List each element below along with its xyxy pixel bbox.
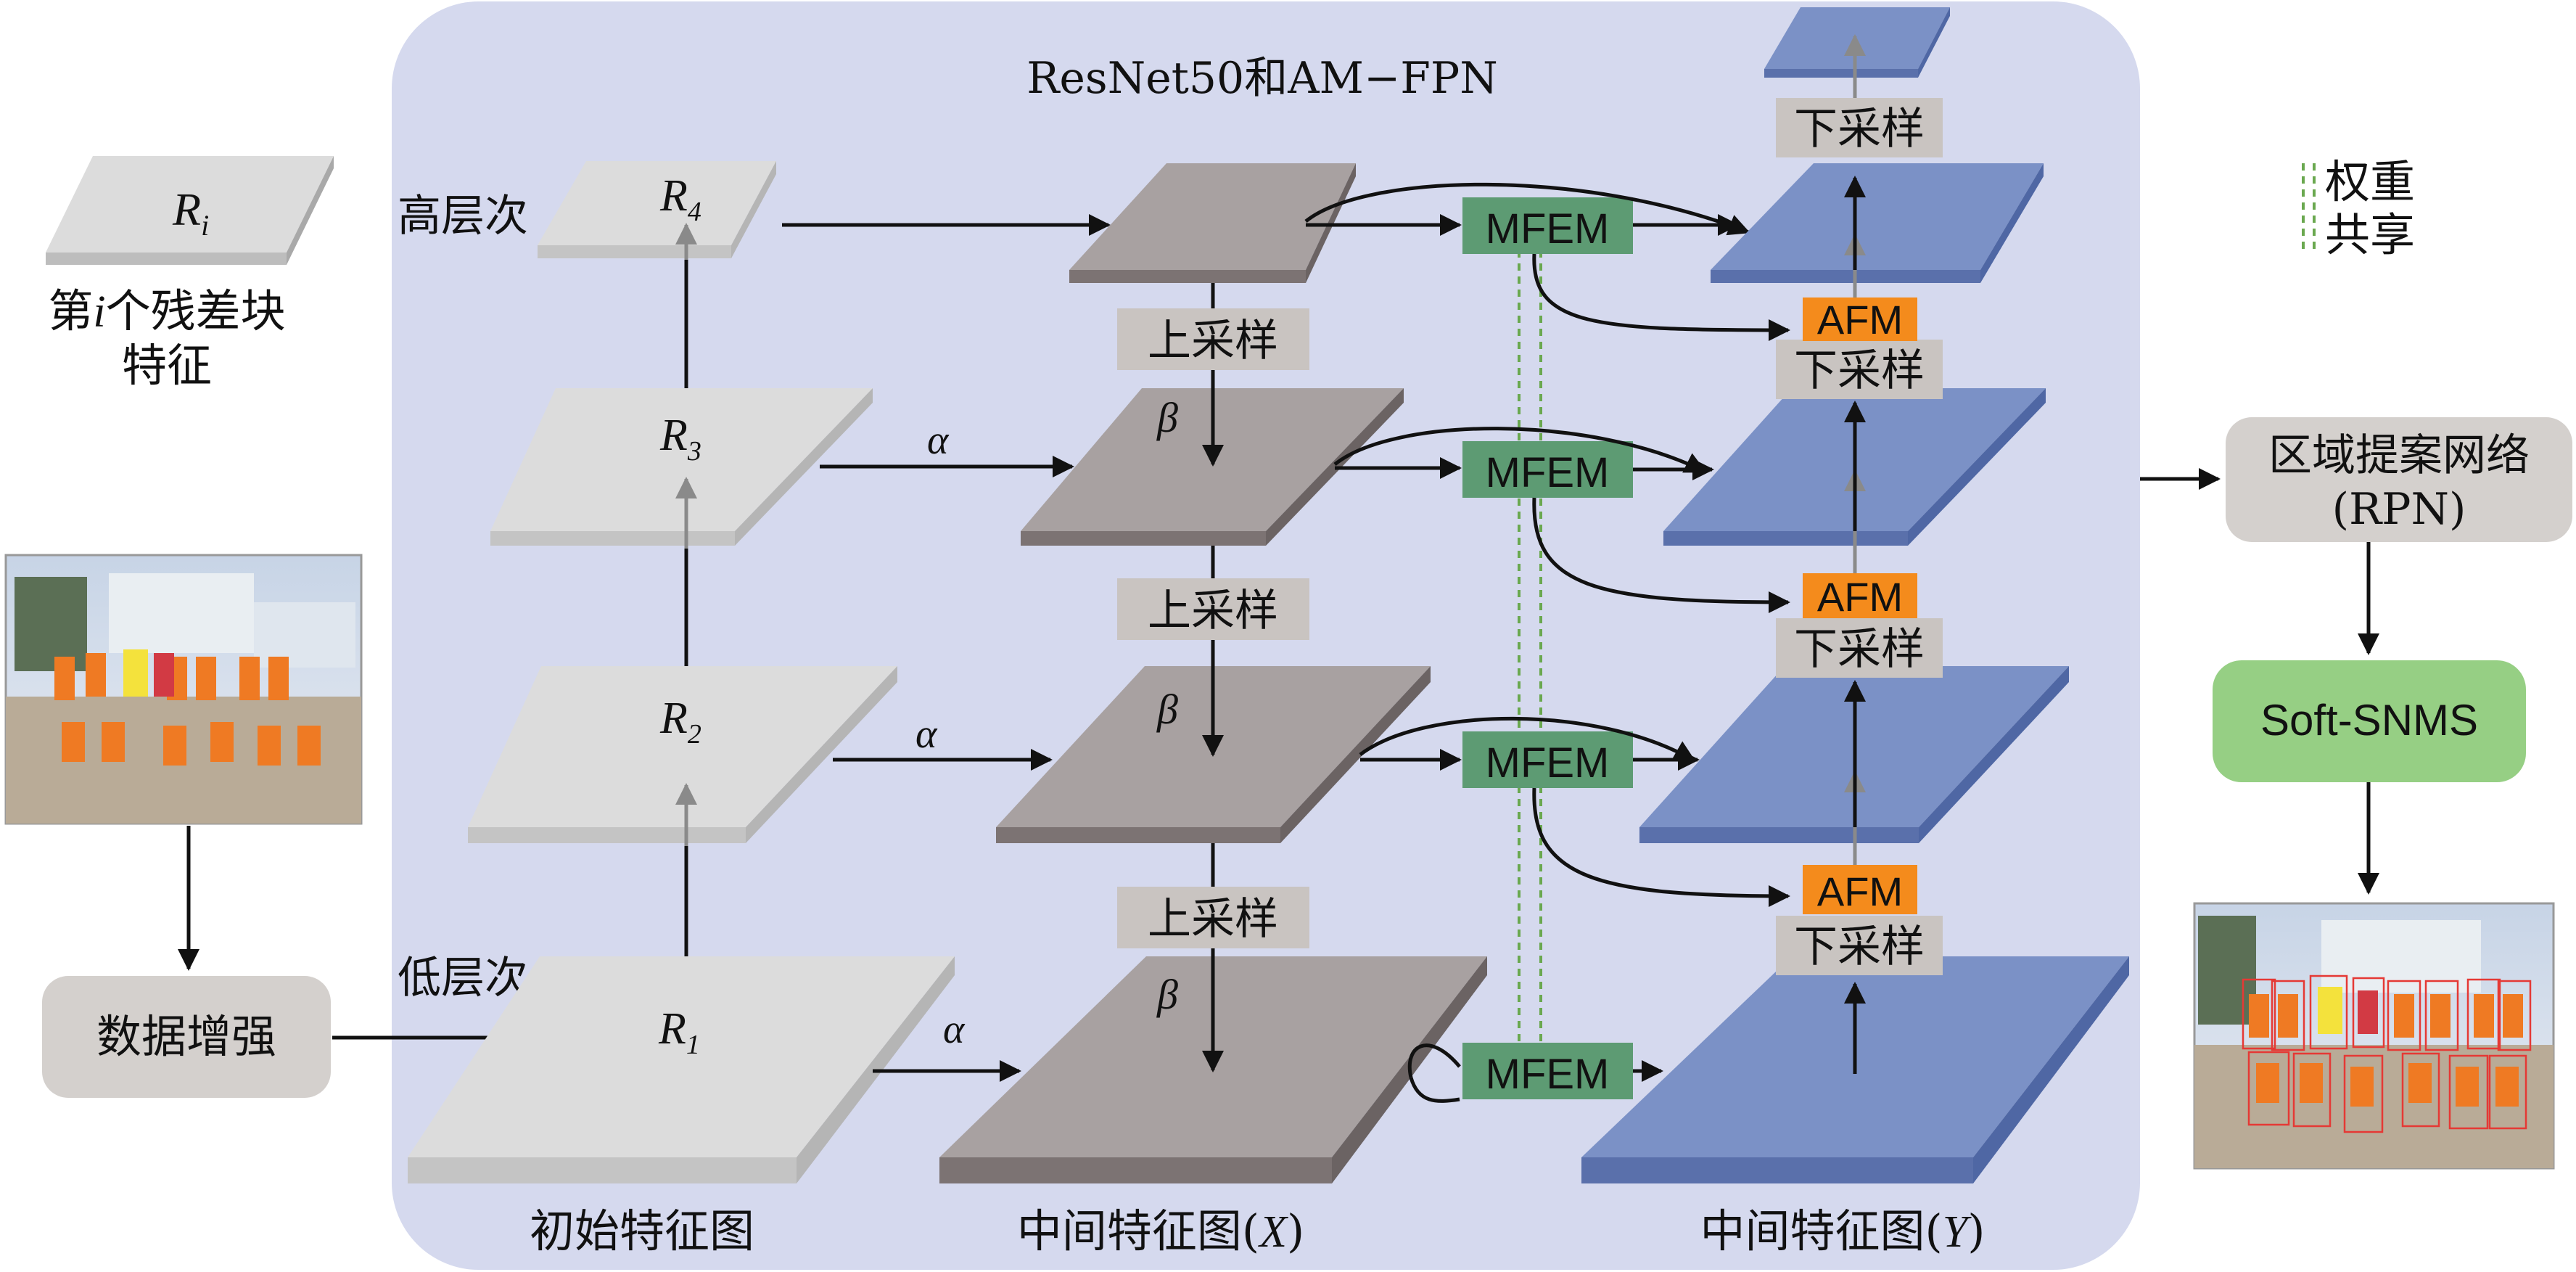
svg-text:R2: R2	[659, 694, 701, 750]
svg-text:上采样: 上采样	[1148, 586, 1278, 636]
svg-text:R4: R4	[659, 171, 701, 227]
weight-share-line1: 权重	[2325, 155, 2415, 208]
r3-block: R3	[490, 388, 873, 546]
svg-text:数据增强: 数据增强	[96, 1010, 276, 1063]
upsample-label-1: 上采样	[1117, 308, 1309, 370]
svg-text:R3: R3	[659, 411, 701, 467]
initial-feature-map-label: 初始特征图	[530, 1205, 754, 1257]
alpha-label-1: α	[943, 1007, 966, 1052]
legend-residual-block: Ri	[46, 156, 334, 265]
y4-block	[1711, 163, 2044, 283]
svg-text:上采样: 上采样	[1148, 316, 1278, 366]
svg-text:下采样: 下采样	[1794, 104, 1925, 155]
svg-text:MFEM: MFEM	[1486, 739, 1610, 787]
svg-text:(RPN): (RPN)	[2332, 484, 2466, 535]
input-photo	[4, 554, 363, 825]
middle-feature-map-x-label: 中间特征图(X)	[1017, 1205, 1304, 1257]
legend-caption-line2: 特征	[122, 339, 212, 392]
downsample-label-2: 下采样	[1776, 618, 1943, 678]
downsample-label-3: 下采样	[1776, 340, 1943, 399]
r2-block: R2	[468, 666, 897, 843]
svg-text:MFEM: MFEM	[1486, 205, 1610, 253]
rpn-box: 区域提案网络 (RPN)	[2226, 417, 2572, 542]
svg-text:MFEM: MFEM	[1486, 1051, 1610, 1098]
legend-caption-line1: 第i个残差块	[48, 284, 285, 337]
weight-share-line2: 共享	[2325, 208, 2415, 261]
svg-text:R1: R1	[658, 1004, 700, 1060]
afm-box-3: AFM	[1803, 297, 1917, 342]
low-level-label: 低层次	[398, 953, 528, 1004]
upsample-label-3: 上采样	[1117, 887, 1309, 948]
svg-text:区域提案网络: 区域提案网络	[2268, 430, 2530, 481]
svg-text:AFM: AFM	[1817, 869, 1903, 914]
beta-label-3: β	[1156, 394, 1178, 441]
svg-text:AFM: AFM	[1817, 574, 1903, 620]
downsample-label-1: 下采样	[1776, 916, 1943, 975]
svg-text:Ri: Ri	[172, 184, 209, 242]
soft-snms-box: Soft-SNMS	[2213, 660, 2526, 782]
panel-title: ResNet50和AM−FPN	[1026, 53, 1497, 104]
svg-text:下采样: 下采样	[1794, 345, 1925, 396]
alpha-label-2: α	[915, 712, 938, 757]
mfem-box-1: MFEM	[1462, 1043, 1633, 1099]
upsample-label-2: 上采样	[1117, 578, 1309, 640]
mfem-box-2: MFEM	[1462, 731, 1633, 788]
r4-block: R4	[538, 161, 776, 258]
beta-label-2: β	[1156, 686, 1178, 733]
high-level-label: 高层次	[398, 191, 528, 242]
mfem-box-3: MFEM	[1462, 441, 1633, 498]
downsample-label-4: 下采样	[1776, 98, 1943, 157]
data-augmentation-box: 数据增强	[42, 976, 331, 1098]
svg-text:上采样: 上采样	[1148, 894, 1278, 945]
middle-feature-map-y-label: 中间特征图(Y)	[1700, 1205, 1986, 1257]
afm-box-2: AFM	[1803, 573, 1917, 620]
svg-text:MFEM: MFEM	[1486, 449, 1610, 496]
svg-text:AFM: AFM	[1817, 297, 1903, 342]
svg-text:下采样: 下采样	[1794, 624, 1925, 675]
beta-label-1: β	[1156, 971, 1178, 1018]
afm-box-1: AFM	[1803, 865, 1917, 914]
mfem-box-4: MFEM	[1462, 197, 1633, 254]
alpha-label-3: α	[927, 418, 950, 463]
output-photo	[2193, 902, 2555, 1170]
svg-text:下采样: 下采样	[1794, 922, 1925, 972]
svg-text:Soft-SNMS: Soft-SNMS	[2260, 696, 2478, 744]
